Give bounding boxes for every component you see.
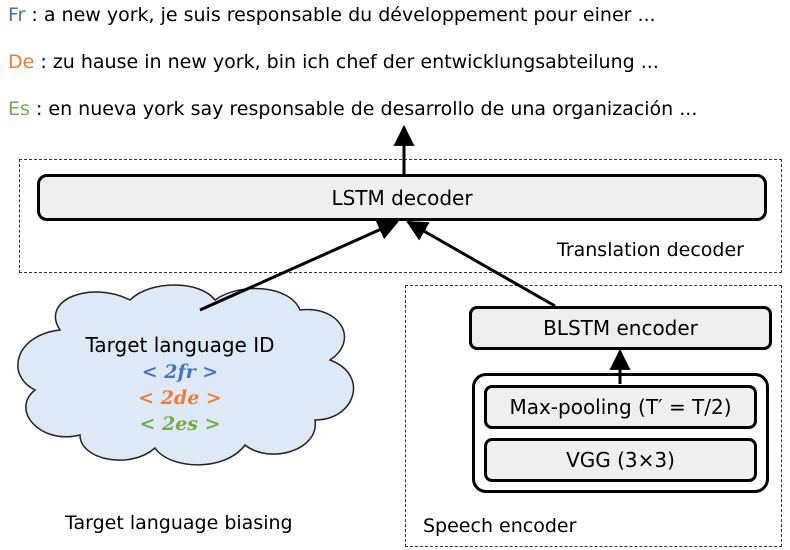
separator: : xyxy=(29,98,49,120)
output-text-fr: a new york, je suis responsable du dével… xyxy=(43,4,656,26)
arrow-encoder-to-decoder xyxy=(406,220,556,308)
output-text-de: zu hause in new york, bin ich chef der e… xyxy=(52,51,659,73)
lstm-decoder-block: LSTM decoder xyxy=(37,174,767,221)
language-id-cloud xyxy=(17,284,355,466)
separator: : xyxy=(25,4,44,26)
separator: : xyxy=(34,51,53,73)
output-line-fr: Fr : a new york, je suis responsable du … xyxy=(8,4,656,26)
max-pooling-block: Max-pooling (T′ = T/2) xyxy=(484,385,757,429)
translation-decoder-label: Translation decoder xyxy=(557,239,744,261)
output-text-es: en nueva york say responsable de desarro… xyxy=(48,98,698,120)
blstm-encoder-block: BLSTM encoder xyxy=(469,306,772,350)
lang-code-fr: Fr xyxy=(8,4,26,26)
speech-encoder-label: Speech encoder xyxy=(423,515,577,537)
blstm-encoder-label: BLSTM encoder xyxy=(543,316,698,340)
vgg-block: VGG (3×3) xyxy=(484,438,757,482)
target-language-biasing-label: Target language biasing xyxy=(65,512,293,534)
arrow-cloud-to-decoder xyxy=(199,220,399,312)
lstm-decoder-label: LSTM decoder xyxy=(331,185,473,210)
output-line-es: Es : en nueva york say responsable de de… xyxy=(8,98,697,120)
tag-2fr: < 2fr > xyxy=(141,361,219,383)
speech-encoder-group xyxy=(405,285,782,547)
translation-decoder-group xyxy=(19,159,782,273)
tag-2es: < 2es > xyxy=(139,413,221,435)
lang-code-es: Es xyxy=(8,98,30,120)
vgg-label: VGG (3×3) xyxy=(566,448,675,472)
target-language-id-title: Target language ID xyxy=(85,333,275,357)
max-pooling-label: Max-pooling (T′ = T/2) xyxy=(509,395,732,419)
tag-2de: < 2de > xyxy=(138,387,222,409)
lang-code-de: De xyxy=(8,51,35,73)
output-line-de: De : zu hause in new york, bin ich chef … xyxy=(8,51,659,73)
